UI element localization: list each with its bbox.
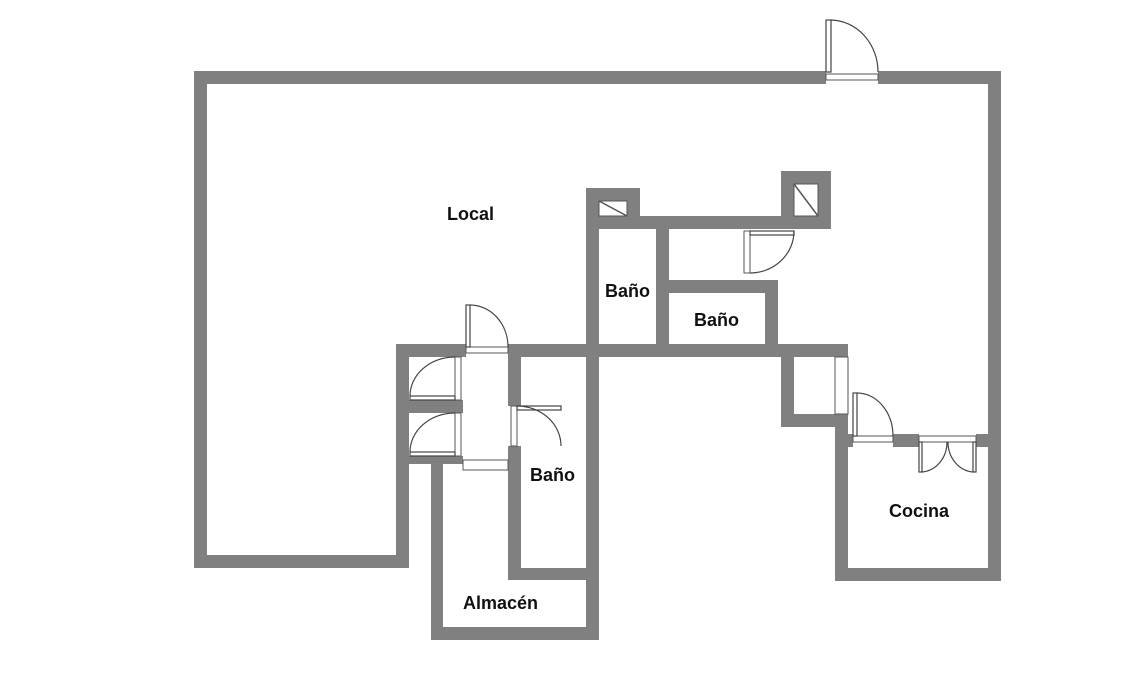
wall-mid-horizontal-left bbox=[396, 344, 466, 357]
doors bbox=[409, 19, 977, 473]
wall-bottom-left bbox=[194, 555, 408, 568]
wall-bath-top-left bbox=[586, 188, 640, 201]
opening-corridor bbox=[462, 459, 509, 471]
wall-cocina-top-right bbox=[976, 434, 1001, 447]
wall-shaft-right-side bbox=[818, 171, 831, 229]
room-label-bano-1: Baño bbox=[605, 281, 650, 301]
door-closet-upper-icon[interactable] bbox=[409, 356, 463, 401]
wall-right-upper bbox=[988, 71, 1001, 447]
wall-closet-mid bbox=[396, 400, 463, 413]
wall-shaft-right-left bbox=[781, 171, 794, 229]
wall-cocina-left bbox=[835, 414, 848, 581]
wall-cocina-top-left bbox=[835, 434, 855, 447]
wall-annex-left bbox=[781, 344, 794, 427]
wall-bath2-top bbox=[656, 280, 778, 293]
door-closet-lower-icon[interactable] bbox=[409, 412, 463, 457]
walls bbox=[194, 71, 1001, 640]
room-labels: Local Baño Baño Baño Almacén Cocina bbox=[447, 204, 950, 613]
wall-almacen-left bbox=[431, 456, 443, 640]
room-label-bano-2: Baño bbox=[694, 310, 739, 330]
door-entrance-icon[interactable] bbox=[825, 19, 879, 84]
door-bath3-icon[interactable] bbox=[508, 405, 562, 447]
wall-bath2-right bbox=[765, 280, 778, 357]
wall-annex-bottom bbox=[781, 414, 848, 427]
wall-bath-top bbox=[586, 216, 831, 229]
wall-cocina-right bbox=[988, 434, 1001, 581]
wall-shaft-left-right bbox=[627, 188, 640, 229]
room-label-bano-3: Baño bbox=[530, 465, 575, 485]
wall-cocina-bottom bbox=[835, 568, 1001, 581]
wall-top bbox=[194, 71, 1001, 84]
room-label-local: Local bbox=[447, 204, 494, 224]
door-cocina-double-icon[interactable] bbox=[918, 434, 977, 473]
wall-left bbox=[194, 71, 207, 568]
wall-bath-left bbox=[586, 188, 599, 640]
door-bath2-icon[interactable] bbox=[743, 229, 795, 274]
wall-mid-horizontal bbox=[508, 344, 848, 357]
room-label-cocina: Cocina bbox=[889, 501, 950, 521]
room-label-almacen: Almacén bbox=[463, 593, 538, 613]
wall-almacen-bottom bbox=[431, 627, 599, 640]
wall-cocina-top-mid bbox=[893, 434, 919, 447]
wall-bath3-left bbox=[508, 344, 521, 580]
wall-closet-left bbox=[396, 344, 409, 568]
shafts bbox=[598, 183, 819, 217]
window-annex bbox=[834, 356, 849, 415]
wall-almacen-top bbox=[508, 568, 599, 580]
door-cocina-icon[interactable] bbox=[852, 392, 894, 447]
openings bbox=[462, 356, 849, 471]
door-corridor-icon[interactable] bbox=[465, 304, 509, 357]
